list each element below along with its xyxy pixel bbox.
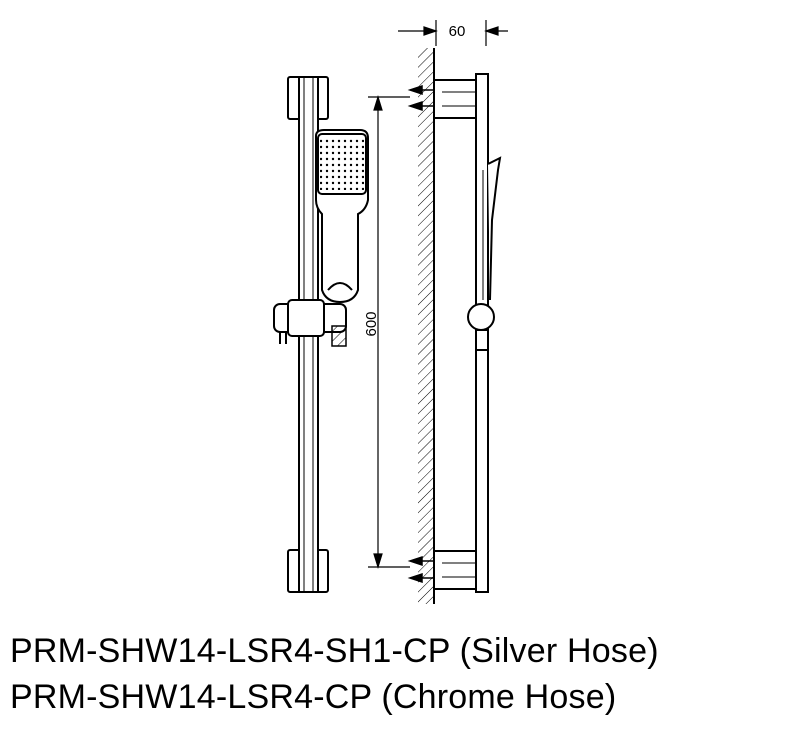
model-caption-silver: PRM-SHW14-LSR4-SH1-CP (Silver Hose) (10, 632, 659, 670)
side-view (407, 48, 502, 604)
hand-shower (315, 129, 369, 304)
hose (331, 325, 347, 347)
dim-width (398, 20, 508, 46)
spray-face (320, 138, 364, 190)
slider-knob (467, 303, 495, 331)
slider-holder (273, 299, 347, 344)
hand-shower-side (487, 156, 502, 301)
dim-height-label: 600 (363, 311, 380, 336)
dim-width-label: 60 (449, 23, 466, 40)
dim-height (368, 94, 410, 570)
front-view (273, 76, 369, 593)
wall-hatch (418, 48, 434, 604)
model-caption-chrome: PRM-SHW14-LSR4-CP (Chrome Hose) (10, 678, 617, 716)
